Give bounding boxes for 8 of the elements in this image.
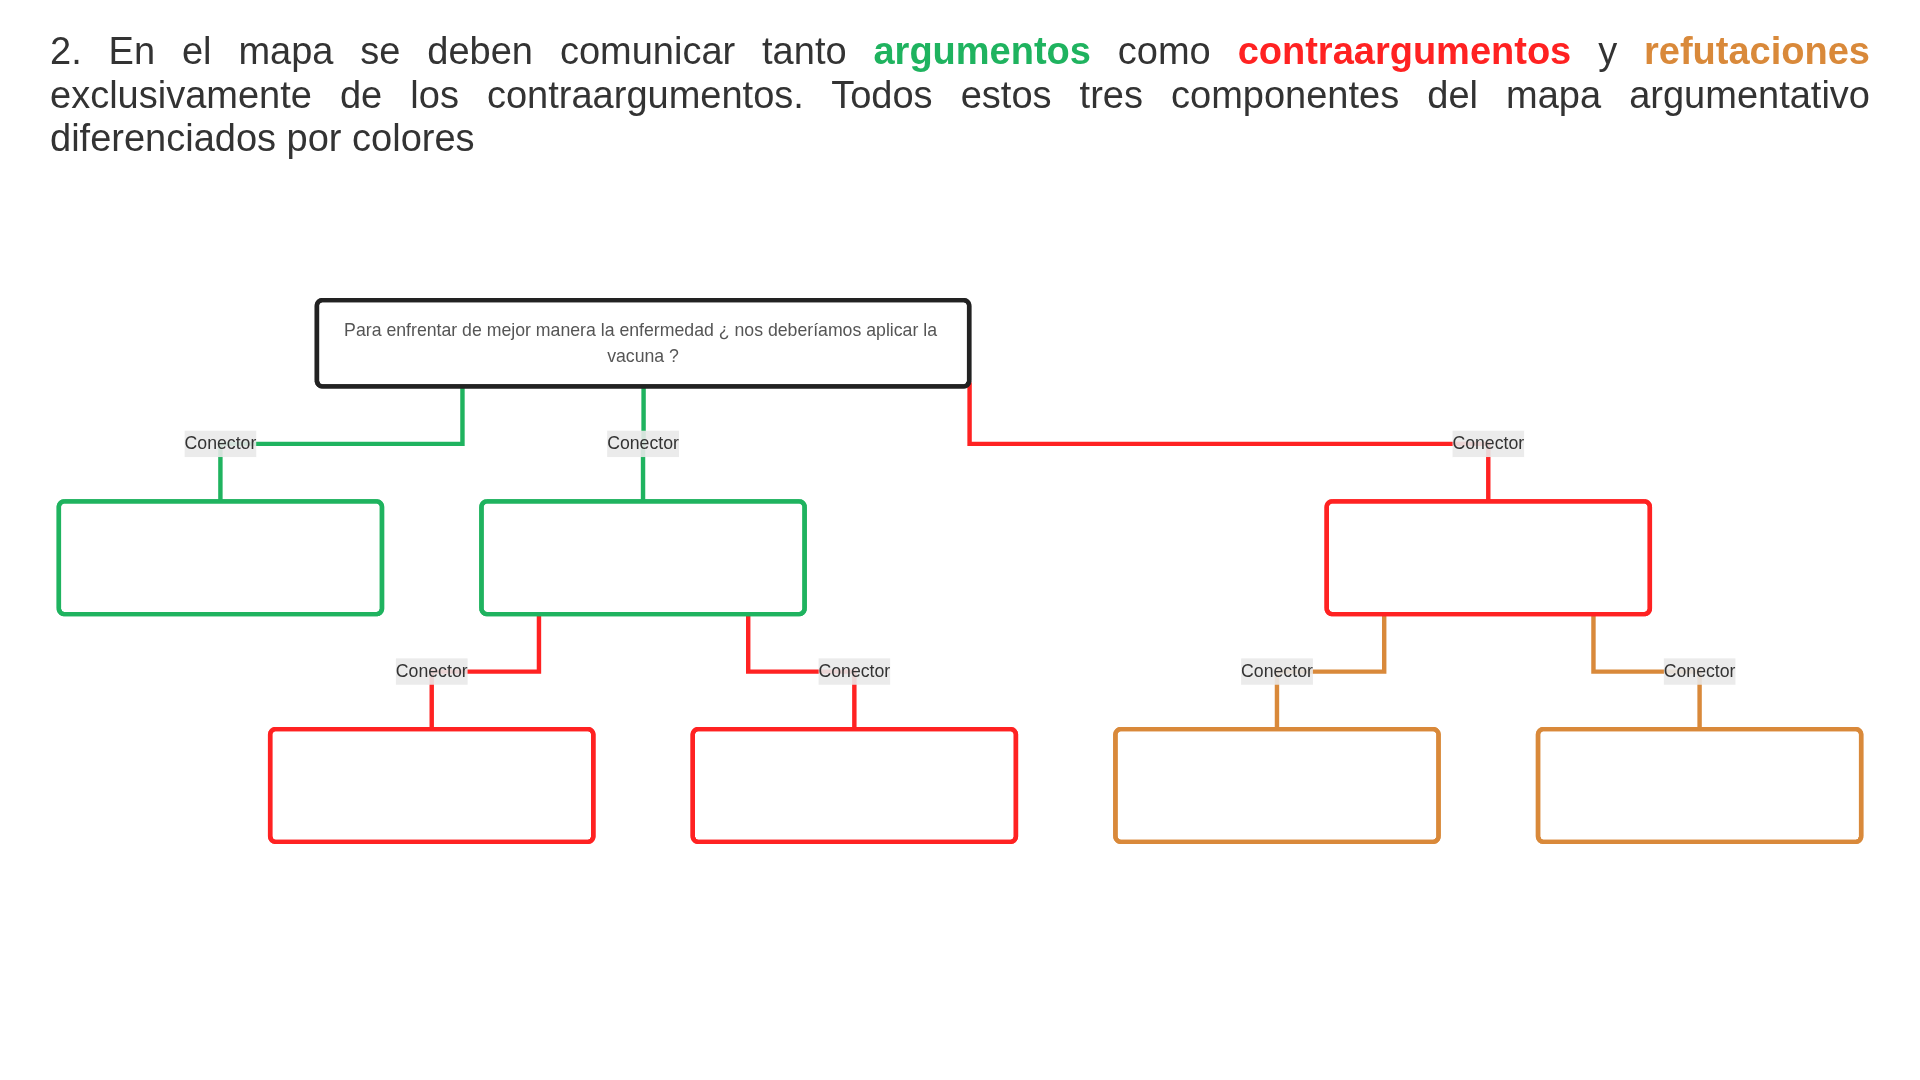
edge-label: Conector xyxy=(1663,661,1736,681)
edge-label: Conector xyxy=(607,433,679,453)
edge-label: Conector xyxy=(1241,661,1313,681)
edge-label: Conector xyxy=(1452,433,1525,453)
edge-label: Conector xyxy=(395,661,468,681)
edge-label: Conector xyxy=(184,433,257,453)
edge-label: Conector xyxy=(818,661,891,681)
instruction-text: 2. En el mapa se deben comunicar tanto argumentos como contraargumentos y refutaciones exclusivamente de los contraargumentos. Todos estos tres componentes del mapa argumentativo diferenciados por colores xyxy=(50,30,1870,162)
